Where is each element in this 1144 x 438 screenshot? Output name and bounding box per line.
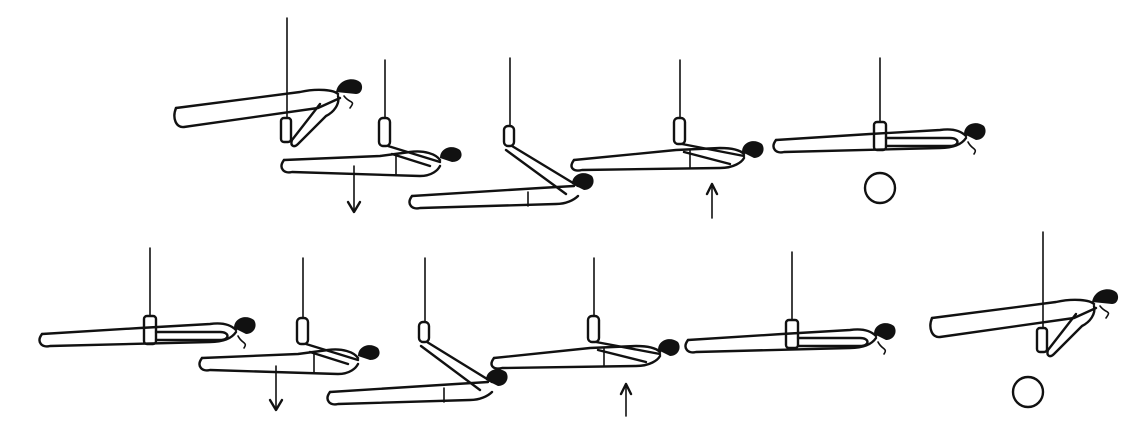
ring	[379, 118, 390, 146]
body-top	[330, 382, 488, 392]
body-top	[494, 346, 660, 358]
figure-row2-1	[40, 248, 256, 348]
arrow-up-icon	[621, 384, 631, 416]
figure-row1-3	[410, 58, 594, 208]
head	[964, 123, 986, 140]
head	[742, 141, 764, 158]
body-outline	[492, 356, 660, 369]
face	[344, 96, 352, 108]
head	[874, 323, 896, 340]
head	[658, 339, 680, 356]
arm	[596, 342, 660, 362]
markers-row-2	[270, 366, 1043, 416]
arm	[682, 144, 744, 164]
arm	[1047, 306, 1094, 356]
head	[234, 317, 256, 334]
body-top	[412, 186, 574, 196]
body-outline	[328, 392, 492, 404]
ring	[281, 118, 291, 142]
arm	[886, 138, 958, 146]
ring	[297, 318, 308, 344]
face	[968, 142, 975, 154]
figure-row2-6	[930, 232, 1118, 356]
hold-circle-icon	[865, 173, 895, 203]
figure-row2-5	[686, 252, 896, 354]
figure-row2-3	[328, 258, 508, 404]
figure-row1-4	[572, 60, 764, 171]
head	[440, 147, 462, 162]
body-top	[176, 90, 338, 108]
ring	[874, 122, 886, 150]
hold-circle-icon	[1013, 377, 1043, 407]
ring	[588, 316, 599, 342]
arm	[291, 96, 338, 146]
body-outline	[410, 196, 578, 208]
ring	[504, 126, 514, 146]
face	[238, 336, 245, 348]
ring	[144, 316, 156, 344]
body-top	[574, 148, 744, 160]
figure-row2-4	[492, 258, 680, 369]
head	[336, 79, 362, 94]
ring	[1037, 328, 1047, 352]
body-outline	[174, 98, 340, 127]
ring	[674, 118, 685, 144]
body-top	[932, 300, 1094, 318]
face	[1100, 306, 1108, 318]
head	[486, 369, 508, 386]
head	[358, 345, 380, 360]
row-1	[174, 18, 985, 218]
arm	[156, 332, 228, 340]
body-outline	[930, 308, 1096, 337]
head	[572, 173, 594, 190]
figure-row1-5	[774, 58, 986, 154]
arrow-up-icon	[707, 184, 717, 218]
face	[878, 342, 885, 354]
head	[1092, 289, 1118, 304]
ring	[419, 322, 429, 342]
figure-row2-2	[200, 258, 380, 374]
row-2	[40, 232, 1119, 416]
figure-row1-1	[174, 18, 362, 146]
arm	[798, 338, 868, 346]
